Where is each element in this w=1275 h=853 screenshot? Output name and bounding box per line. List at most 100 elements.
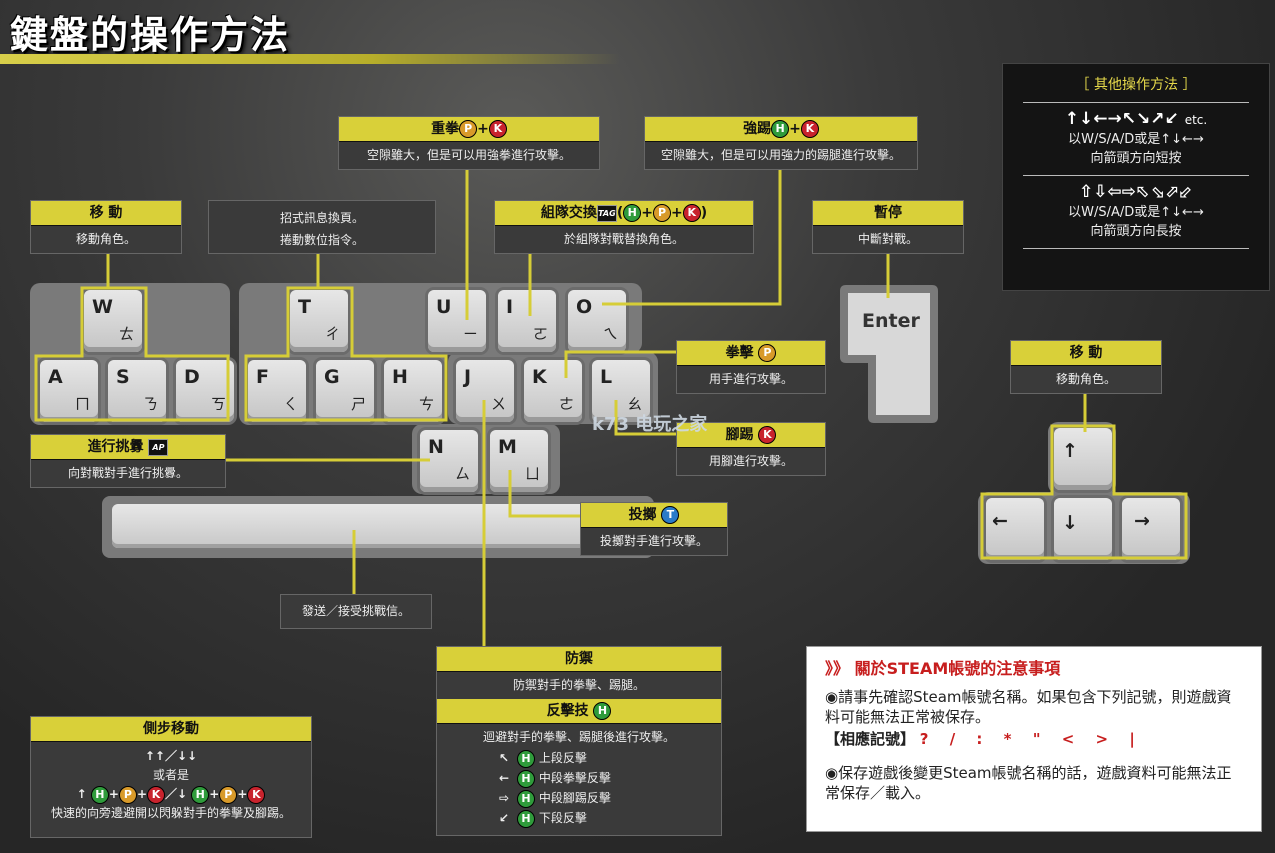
plus-icon: + bbox=[108, 787, 119, 801]
key-zhuyin: ㄊ bbox=[118, 325, 134, 343]
callout-challenge: 發送／接受挑戰信。 bbox=[280, 594, 432, 629]
key-left[interactable]: ← bbox=[986, 498, 1044, 560]
key-zhuyin: ㄕ bbox=[350, 395, 366, 413]
sidestep-line-3: ↑ H+P+K／↓ H+P+K bbox=[35, 785, 307, 804]
guard-title: 防禦 bbox=[437, 647, 721, 672]
taunt-title: 進行挑釁 bbox=[87, 439, 144, 455]
key-enter[interactable] bbox=[836, 283, 940, 425]
key-letter: G bbox=[324, 366, 340, 388]
up-arrow-icon: ↑ bbox=[1062, 440, 1078, 462]
callout-title: 腳踢 K bbox=[677, 423, 825, 448]
callout-move-right: 移 動 移動角色。 bbox=[1010, 340, 1162, 394]
kick-badge-icon: K bbox=[682, 204, 701, 222]
tag-open: ( bbox=[616, 205, 624, 221]
key-zhuyin: ㄠ bbox=[626, 395, 642, 413]
key-zhuyin: ㄛ bbox=[532, 325, 548, 343]
key-zhuyin: ㄘ bbox=[418, 395, 434, 413]
kick-badge-icon: K bbox=[758, 426, 777, 444]
key-letter: M bbox=[498, 436, 517, 458]
key-space[interactable] bbox=[102, 496, 654, 558]
counter-row-label: 上段反擊 bbox=[538, 751, 587, 765]
key-zhuyin: ㄟ bbox=[602, 325, 618, 343]
callout-desc: 用手進行攻擊。 bbox=[708, 372, 793, 386]
taunt-badge-icon: AP bbox=[148, 438, 169, 456]
page-title: 鍵盤的操作方法 bbox=[10, 13, 291, 57]
callout-title: 移 動 bbox=[1011, 341, 1161, 366]
key-down[interactable]: ↓ bbox=[1054, 498, 1112, 560]
throw-badge-icon: T bbox=[661, 506, 680, 524]
key-zhuyin: ㄜ bbox=[558, 395, 574, 413]
kick-badge-icon: K bbox=[800, 120, 819, 138]
left-arrow-icon: ← bbox=[992, 510, 1008, 532]
other-operations-panel: ［ 其他操作方法 ］ ↑↓←→↖↘↗↙ etc. 以W/S/A/D或是↑↓←→ … bbox=[1002, 63, 1270, 291]
steam-symbols-label: 【相應記號】 bbox=[825, 730, 916, 748]
key-letter: O bbox=[576, 296, 593, 318]
callout-desc: 用腳進行攻擊。 bbox=[708, 454, 793, 468]
key-letter: A bbox=[48, 366, 63, 388]
guard-desc: 防禦對手的拳擊、踢腿。 bbox=[512, 678, 645, 692]
long-press-line-2: 向箭頭方向長按 bbox=[1090, 224, 1182, 239]
arrow-down-left-icon: ↙ bbox=[499, 811, 510, 825]
right-arrow-icon: → bbox=[1134, 510, 1150, 532]
callout-desc: ↑↑／↓↓ 或者是 ↑ H+P+K／↓ H+P+K 快速的向旁邊避開以閃躲對手的… bbox=[31, 742, 311, 828]
key-up[interactable]: ↑ bbox=[1054, 428, 1112, 490]
tag-badge-icon: TAG bbox=[596, 204, 617, 222]
callout-move-left: 移 動 移動角色。 bbox=[30, 200, 182, 254]
key-letter: F bbox=[256, 366, 269, 388]
plus-icon: + bbox=[789, 121, 801, 137]
throw-title: 投擲 bbox=[628, 507, 657, 523]
steam-paragraph-1: ◉請事先確認Steam帳號名稱。如果包含下列記號，則遊戲資料可能無法正常被保存。 bbox=[825, 688, 1232, 726]
key-right[interactable]: → bbox=[1122, 498, 1180, 560]
key-letter: T bbox=[298, 296, 311, 318]
tag-title: 組隊交換 bbox=[540, 205, 597, 221]
punch-badge-icon: P bbox=[758, 344, 777, 362]
arrow-left-icon: ← bbox=[499, 771, 510, 785]
short-press-line-2: 向箭頭方向短按 bbox=[1090, 151, 1182, 166]
counter-row: ⇨H 中段腳踢反擊 bbox=[499, 788, 721, 808]
punch-badge-icon: P bbox=[118, 785, 137, 804]
heavy-badge-icon: H bbox=[191, 785, 210, 804]
other-title: ［ 其他操作方法 ］ bbox=[1075, 77, 1197, 93]
key-letter: U bbox=[436, 296, 452, 318]
callout-desc: 投擲對手進行攻擊。 bbox=[599, 534, 708, 548]
heavy-badge-icon: H bbox=[517, 749, 535, 768]
heavy-badge-icon: H bbox=[517, 809, 535, 828]
counter-title: 反擊技 H bbox=[437, 699, 721, 724]
arrow-right-icon: ⇨ bbox=[499, 791, 510, 805]
callout-taunt: 進行挑釁 AP 向對戰對手進行挑釁。 bbox=[30, 434, 226, 488]
punch-title: 拳擊 bbox=[725, 345, 754, 361]
callout-desc: 向對戰對手進行挑釁。 bbox=[67, 466, 188, 480]
arrow-up-left-icon: ↖ bbox=[499, 751, 510, 765]
callout-punch: 拳擊 P 用手進行攻擊。 bbox=[676, 340, 826, 394]
plus-icon: + bbox=[237, 787, 248, 801]
key-letter: S bbox=[116, 366, 130, 388]
key-letter: H bbox=[392, 366, 408, 388]
counter-row: ↙H 下段反擊 bbox=[499, 808, 721, 828]
steam-title: 》》 關於STEAM帳號的注意事項 bbox=[825, 659, 1061, 678]
callout-title: 拳擊 P bbox=[677, 341, 825, 366]
down-arrow-icon: ↓ bbox=[1062, 512, 1078, 534]
punch-badge-icon: P bbox=[219, 785, 238, 804]
key-letter: D bbox=[184, 366, 200, 388]
long-press-arrows-icon: ⇧⇩⇦⇨⬁⬂⬀⬃ bbox=[1079, 182, 1193, 202]
key-letter: J bbox=[464, 366, 472, 388]
plus-icon: + bbox=[477, 121, 489, 137]
